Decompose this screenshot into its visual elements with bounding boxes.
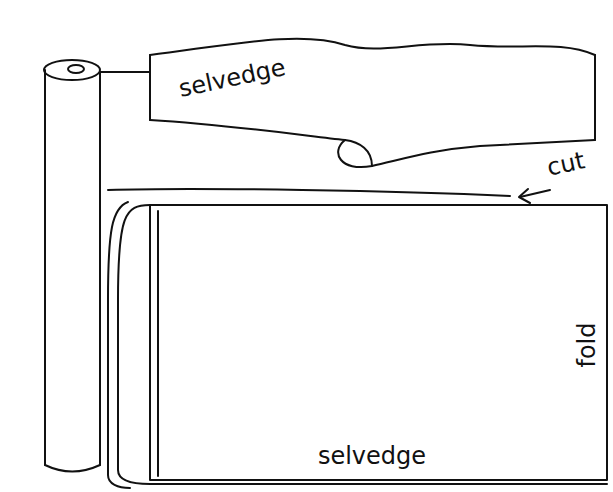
cut-arrow: [519, 189, 550, 203]
folded-fabric: [108, 202, 607, 488]
selvedge-label: selvedge: [318, 444, 426, 468]
selvedge-label: selvedge: [177, 55, 288, 101]
unrolled-selvedge-ribbon: [100, 39, 595, 167]
fold-label: fold: [575, 322, 599, 367]
cut-label: cut: [545, 148, 587, 179]
fabric-roll: [44, 60, 100, 472]
cut-edge: [108, 189, 510, 196]
